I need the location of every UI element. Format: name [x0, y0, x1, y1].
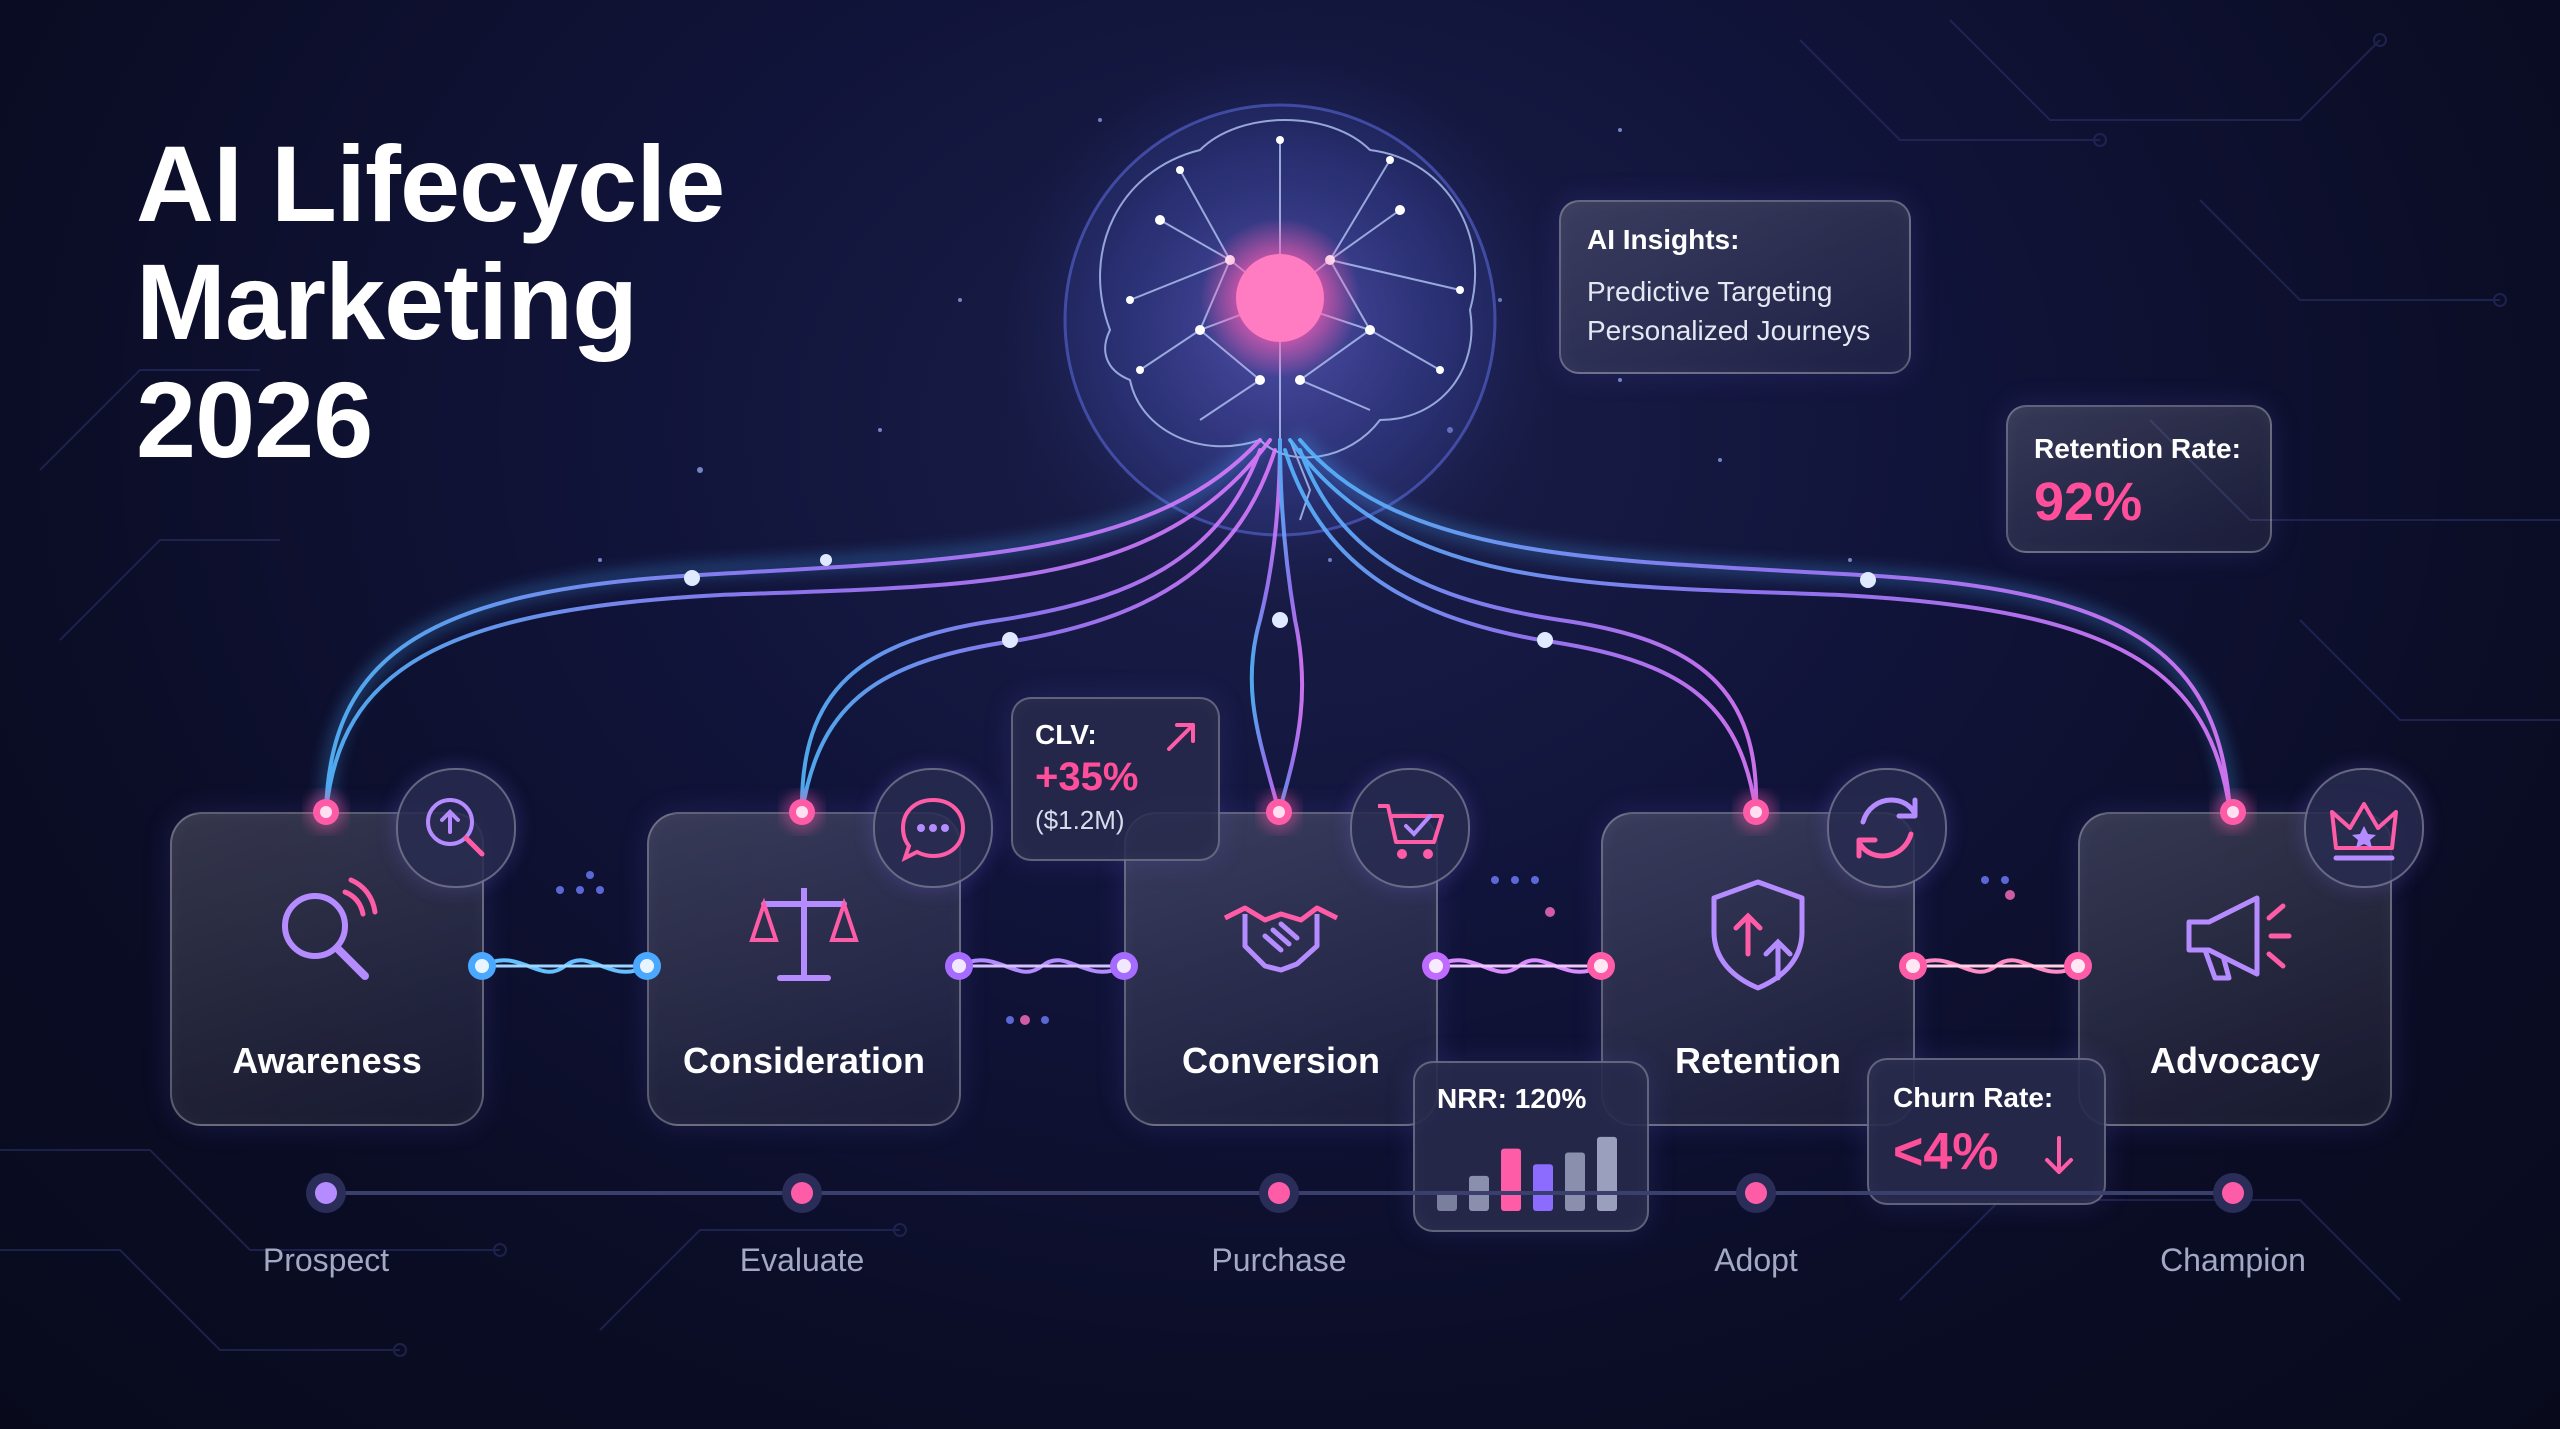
magnifier-signal-icon [282, 877, 378, 980]
brain-core [1236, 254, 1324, 342]
handshake-icon [1223, 905, 1339, 973]
retention-rate-panel: Retention Rate: 92% [2006, 405, 2272, 553]
circuit-lines [0, 19, 2560, 1357]
badge-consideration[interactable] [873, 768, 993, 888]
clv-label: CLV: [1035, 719, 1097, 750]
badge-retention[interactable] [1827, 768, 1947, 888]
nrr-bar [1437, 1191, 1457, 1211]
ai-insights-line-2: Personalized Journeys [1587, 315, 1871, 346]
connector-consideration-conversion [945, 952, 1138, 980]
stage-label-conversion: Conversion [1181, 1040, 1381, 1081]
trend-down-icon [2045, 1136, 2073, 1174]
retention-rate-label: Retention Rate: [2034, 433, 2241, 464]
connector-retention-advocacy [1899, 952, 2092, 980]
timeline-label-evaluate: Evaluate [739, 1242, 865, 1278]
shield-arrows-icon [1711, 879, 1805, 991]
timeline-label-prospect: Prospect [262, 1242, 390, 1278]
timeline-label-champion: Champion [2160, 1242, 2306, 1278]
page-title: AI Lifecycle Marketing 2026 [136, 125, 836, 479]
clv-detail: ($1.2M) [1035, 805, 1125, 835]
churn-panel: Churn Rate: <4% [1867, 1058, 2106, 1205]
nrr-bar [1501, 1148, 1521, 1211]
chat-bubble-icon [900, 797, 966, 862]
scales-icon [749, 888, 859, 981]
refresh-icon [1856, 797, 1918, 859]
nrr-bar [1565, 1152, 1585, 1211]
stage-label-retention: Retention [1675, 1040, 1841, 1081]
connector-awareness-consideration [468, 952, 661, 980]
ai-insights-panel: AI Insights: Predictive Targeting Person… [1559, 200, 1911, 374]
stage-label-advocacy: Advocacy [2149, 1040, 2321, 1081]
cart-check-icon [1378, 804, 1444, 859]
title-line-3: 2026 [136, 359, 373, 480]
badge-awareness[interactable] [396, 768, 516, 888]
crown-icon [2330, 802, 2398, 861]
wire-pulses [684, 554, 1876, 648]
stage-label-awareness: Awareness [232, 1040, 422, 1081]
ai-insights-line-1: Predictive Targeting [1587, 276, 1833, 307]
particle-dots [556, 871, 2015, 1025]
timeline-label-adopt: Adopt [1714, 1242, 1798, 1278]
retention-rate-value: 92% [2034, 472, 2143, 532]
nrr-label: NRR: 120% [1437, 1083, 1587, 1114]
trend-up-icon [1167, 723, 1195, 751]
nrr-bar [1533, 1164, 1553, 1211]
churn-value: <4% [1893, 1123, 1999, 1181]
clv-panel: CLV: +35% ($1.2M) [1011, 697, 1220, 861]
timeline-label-purchase: Purchase [1211, 1242, 1347, 1278]
timeline-nodes [306, 1173, 2253, 1213]
ai-insights-title: AI Insights: [1587, 224, 1740, 255]
clv-value: +35% [1035, 755, 1139, 799]
stage-label-consideration: Consideration [682, 1040, 925, 1081]
megaphone-icon [2186, 895, 2292, 981]
title-line-1: AI Lifecycle [136, 123, 725, 244]
title-line-2: Marketing [136, 241, 638, 362]
search-up-icon [426, 798, 485, 857]
churn-label: Churn Rate: [1893, 1082, 2054, 1113]
connector-conversion-retention [1422, 952, 1615, 980]
ai-connection-wires [320, 434, 2236, 818]
wire-endpoints [306, 792, 2253, 832]
badge-advocacy[interactable] [2304, 768, 2424, 888]
badge-conversion[interactable] [1350, 768, 1470, 888]
